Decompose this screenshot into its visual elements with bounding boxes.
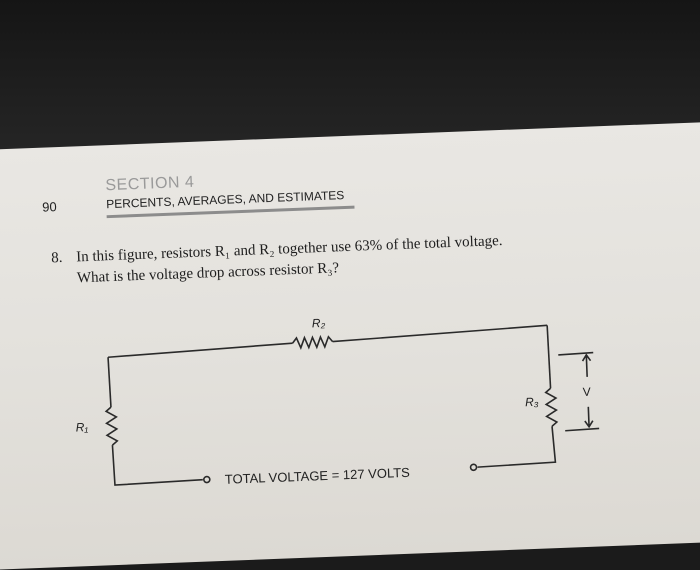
top-wire xyxy=(107,342,293,359)
label-r1: R₁ xyxy=(75,420,88,434)
label-v: V xyxy=(582,385,591,399)
label-r2: R₂ xyxy=(312,316,326,331)
voltage-bracket-bottom xyxy=(565,427,600,432)
textbook-page: 90 SECTION 4 PERCENTS, AVERAGES, AND EST… xyxy=(0,120,700,570)
circuit-diagram: R₂ R₁ R₃ V TOTAL VOLTAGE = 127 VOLTS xyxy=(75,316,600,487)
voltage-arrow-up xyxy=(581,353,592,377)
voltage-bracket-top xyxy=(558,351,594,356)
right-wire-lower xyxy=(477,426,557,468)
terminal-right xyxy=(469,463,478,472)
left-wire-lower xyxy=(111,445,203,486)
total-voltage-label: TOTAL VOLTAGE = 127 VOLTS xyxy=(225,465,411,487)
resistor-r3 xyxy=(544,387,559,427)
resistor-r2 xyxy=(292,334,334,350)
voltage-arrow-down xyxy=(584,406,594,429)
resistor-r1 xyxy=(104,406,119,446)
label-r3: R₃ xyxy=(525,395,539,410)
terminal-left xyxy=(203,475,211,484)
right-wire-upper xyxy=(546,325,552,389)
top-wire-right xyxy=(332,324,548,343)
left-wire-upper xyxy=(107,357,112,408)
